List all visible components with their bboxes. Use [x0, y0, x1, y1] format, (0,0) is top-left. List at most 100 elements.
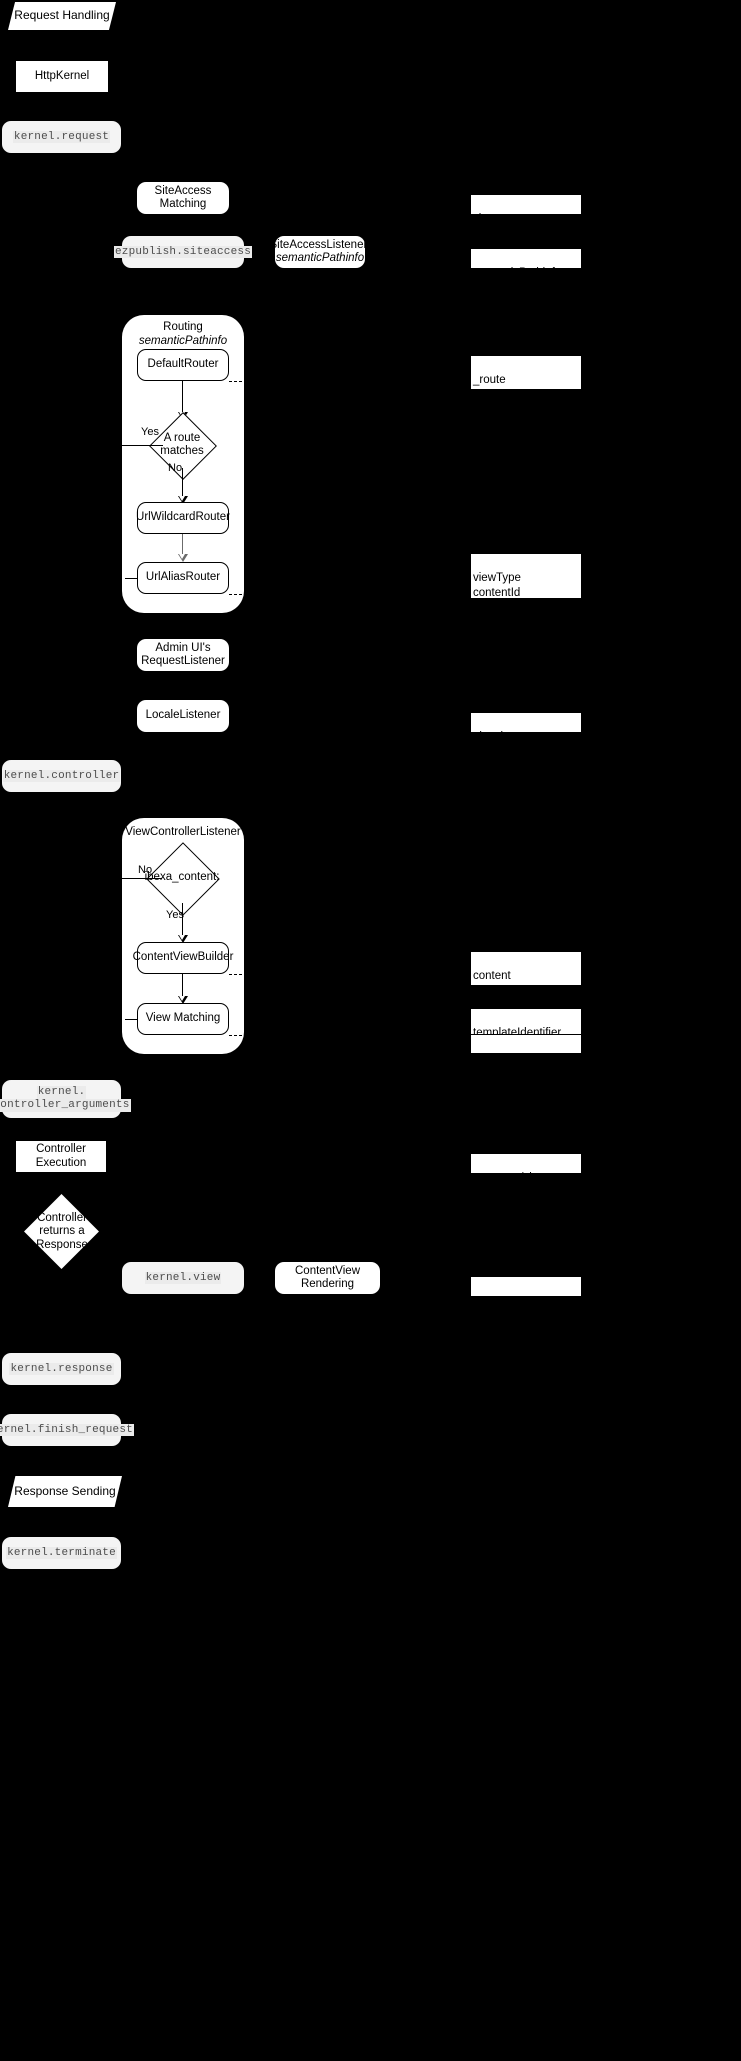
node-label: DefaultRouter: [147, 358, 219, 371]
attr-view: view: [471, 1035, 581, 1065]
event-kernel-controller-arguments: kernel. controller_arguments: [0, 1080, 131, 1118]
edge-url-alias-left-stub: [125, 578, 138, 580]
node-siteaccess-matching: SiteAccess Matching: [137, 182, 229, 214]
decision-line2: returns a: [39, 1225, 85, 1238]
node-content-view-builder: ContentViewBuilder: [133, 942, 233, 974]
event-kernel-controller: kernel.controller: [2, 760, 121, 792]
group-view-controller-listener-title: ViewControllerListener: [122, 826, 244, 840]
arrowhead-down: [177, 496, 188, 504]
event-label: kernel.response: [9, 1362, 114, 1376]
attr-response: response: [471, 1277, 581, 1307]
node-label: ContentView Rendering: [295, 1264, 360, 1290]
attr-content-location: content location: [471, 952, 581, 997]
decision-line3: Response: [36, 1238, 88, 1251]
event-label: kernel.view: [144, 1271, 222, 1285]
view-group-title: ViewControllerListener: [125, 826, 241, 838]
edge-label-no: No: [168, 462, 183, 474]
attr-text: semanticPathinfo: [473, 266, 562, 279]
node-label: Controller Execution: [35, 1143, 87, 1169]
edge-label-no: No: [138, 864, 153, 876]
decision-ibexa-content-label: ibexa_content:: [142, 870, 222, 886]
node-label: View Matching: [145, 1012, 221, 1025]
attr-siteaccess: siteaccess: [471, 195, 581, 225]
routing-title-italic: semanticPathinfo: [138, 334, 228, 347]
attr-text: _locale: [473, 730, 510, 743]
edge-label-yes: Yes: [166, 909, 184, 921]
edge-wildcard-to-alias: [182, 534, 184, 558]
attr-text: response: [473, 1294, 521, 1307]
node-siteaccess-listener: SiteAccessListener: semanticPathinfo: [270, 236, 371, 268]
node-label-line2: RequestListener: [141, 655, 225, 667]
decision-line1: A route: [163, 431, 201, 444]
attr-locale: _locale: [471, 713, 581, 743]
decision-line2: matches: [160, 445, 204, 457]
edge-builder-to-view-matching: [182, 974, 184, 1000]
attr-semantic-pathinfo: semanticPathinfo: [471, 249, 581, 279]
event-label: ezpublish.siteaccess: [113, 245, 253, 259]
edge-label-yes: Yes: [141, 426, 159, 438]
event-label: kernel.terminate: [6, 1546, 117, 1560]
event-label: kernel.controller: [2, 769, 121, 783]
arrowhead-down: [177, 554, 188, 562]
stage-banner-request-handling: Request Handling: [8, 2, 116, 30]
attr-view-content-location: viewType contentId locationId: [471, 554, 581, 615]
attr-template-controller: templateIdentifier controllerReference: [471, 1009, 581, 1054]
event-kernel-terminate: kernel.terminate: [2, 1537, 121, 1569]
attr-text: view: [473, 1052, 497, 1065]
dashed-connector-default-router: [229, 381, 247, 382]
dashed-connector-view-matching: [229, 1035, 247, 1036]
edge-route-matches-yes: [122, 445, 163, 447]
edge-ibexa-content-yes: [182, 903, 184, 941]
event-ezpublish-siteaccess: ezpublish.siteaccess: [113, 236, 253, 268]
node-label: LocaleListener: [145, 709, 221, 722]
event-label-line2: controller_arguments: [0, 1099, 131, 1112]
edge-view-matching-left-stub: [125, 1019, 138, 1021]
event-kernel-response: kernel.response: [2, 1353, 121, 1385]
arrowhead-down: [177, 996, 188, 1004]
decision-controller-returns-response-label: Controller returns a Response: [22, 1210, 102, 1254]
node-default-router: DefaultRouter: [137, 349, 229, 381]
stage-banner-response-sending: Response Sending: [8, 1476, 122, 1507]
decision-a-route-matches-label: A route matches: [152, 424, 212, 466]
attr-response-view: response/view: [471, 1154, 581, 1184]
attr-text: viewType contentId locationId: [473, 571, 523, 615]
node-label: UrlWildcardRouter: [136, 511, 230, 524]
event-kernel-request: kernel.request: [2, 121, 121, 153]
node-view-matching: View Matching: [137, 1003, 229, 1035]
edge-route-matches-no: [182, 468, 184, 501]
node-locale-listener: LocaleListener: [137, 700, 229, 732]
dashed-connector-url-alias-router: [229, 594, 247, 595]
event-label-line1: kernel.: [36, 1086, 87, 1099]
stage-label: Response Sending: [14, 1483, 116, 1498]
node-url-wildcard-router: UrlWildcardRouter: [136, 502, 230, 534]
attr-text: _route _controller: [473, 373, 527, 402]
attr-text: response/view: [473, 1171, 547, 1184]
attr-route-controller: _route _controller: [471, 356, 581, 401]
routing-title-prefix: Routing: [163, 321, 203, 333]
attr-text: siteaccess: [473, 212, 527, 225]
node-label: UrlAliasRouter: [145, 571, 221, 584]
node-http-kernel: HttpKernel: [16, 61, 108, 92]
event-kernel-finish-request: kernel.finish_request: [0, 1414, 134, 1446]
arrowhead-down: [177, 935, 188, 943]
node-label-line1: SiteAccessListener:: [269, 238, 371, 251]
dashed-connector-content-view-builder: [229, 974, 247, 975]
event-label: kernel.finish_request: [0, 1423, 134, 1437]
node-contentview-rendering: ContentView Rendering: [275, 1262, 380, 1294]
attr-text: content location: [473, 969, 513, 998]
decision-line1: Controller: [37, 1212, 87, 1225]
event-label: kernel.request: [12, 130, 111, 144]
edge-ibexa-content-no: [122, 878, 162, 880]
node-label-line2: semanticPathinfo: [275, 252, 365, 264]
node-label: ContentViewBuilder: [132, 951, 234, 964]
event-kernel-view: kernel.view: [122, 1262, 244, 1294]
node-url-alias-router: UrlAliasRouter: [137, 562, 229, 594]
node-label: SiteAccess Matching: [154, 184, 212, 210]
node-controller-execution: Controller Execution: [16, 1141, 106, 1172]
node-label-line1: Admin UI's: [155, 641, 211, 654]
decision-label: ibexa_content:: [144, 871, 220, 884]
node-label: HttpKernel: [34, 69, 90, 82]
node-admin-ui-request-listener: Admin UI's RequestListener: [137, 639, 229, 671]
stage-label: Request Handling: [14, 8, 110, 23]
